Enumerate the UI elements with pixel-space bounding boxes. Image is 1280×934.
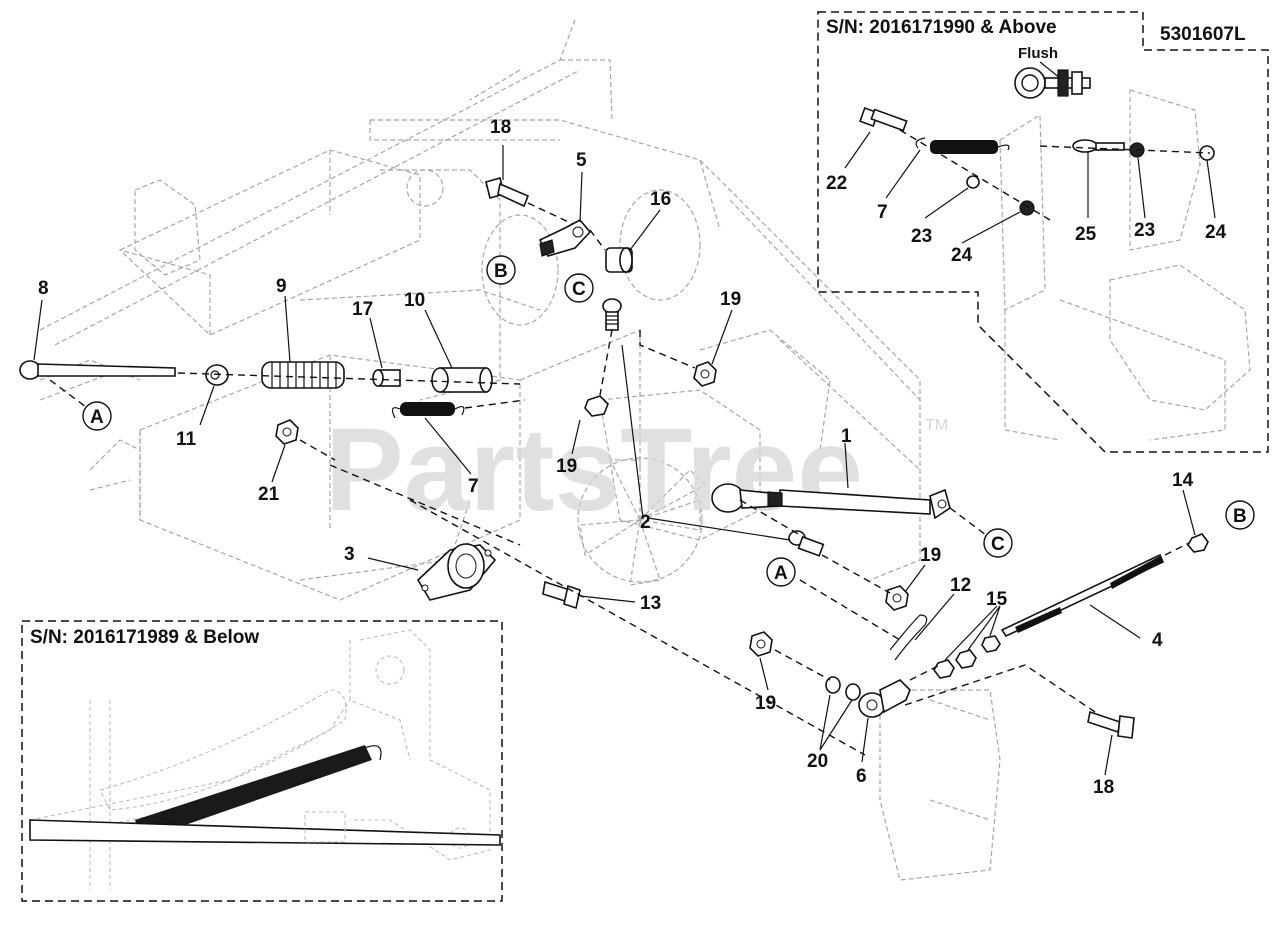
- watermark-text: PartsTree: [325, 404, 863, 536]
- callout-25: 25: [1075, 224, 1097, 245]
- nut-19-mid: [584, 395, 609, 417]
- ball-stud-2-top: [599, 298, 622, 396]
- callout-9: 9: [276, 276, 287, 297]
- callout-19: 19: [720, 289, 741, 310]
- callout-3: 3: [344, 544, 355, 565]
- ref-b: B: [494, 261, 508, 282]
- nut-19-right: [821, 554, 909, 611]
- inset-bottom: S/N: 2016171989 & Below: [21, 620, 503, 902]
- leader-lines: [33, 131, 1216, 776]
- callout-7: 7: [468, 476, 479, 497]
- nut-14: [1187, 533, 1209, 553]
- part-number: 5301607L: [1160, 24, 1246, 45]
- callout-4: 4: [1152, 630, 1163, 651]
- inset-top: S/N: 2016171990 & Above Flush: [817, 11, 1269, 453]
- callout-24: 24: [1205, 222, 1227, 243]
- eyebolt-25: [1072, 139, 1145, 158]
- spacer-16: [589, 229, 633, 273]
- nut-23-inset: [966, 175, 980, 189]
- callout-18: 18: [1093, 777, 1114, 798]
- callout-21: 21: [258, 484, 280, 505]
- callout-19: 19: [920, 545, 941, 566]
- callout-12: 12: [950, 575, 971, 596]
- trademark-mark: TM: [925, 417, 948, 434]
- reference-markers: B C A C A B: [82, 255, 1255, 587]
- callout-1: 1: [841, 426, 852, 447]
- callout-16: 16: [650, 189, 671, 210]
- ref-circle-b: [486, 255, 516, 285]
- rod-end-5: [538, 218, 592, 257]
- callout-2: 2: [640, 512, 651, 533]
- ref-c: C: [572, 279, 586, 300]
- ref-a: A: [90, 407, 104, 428]
- spring-7: [391, 399, 526, 419]
- threaded-rod-4: [1000, 539, 1196, 638]
- callout-22: 22: [826, 173, 847, 194]
- callout-23: 23: [911, 226, 932, 247]
- callout-20: 20: [807, 751, 828, 772]
- callout-5: 5: [576, 150, 587, 171]
- callout-10: 10: [404, 290, 425, 311]
- ref-circle-c: [983, 528, 1013, 558]
- nut-24-inset: [1019, 200, 1035, 216]
- spacer-10: [431, 367, 493, 393]
- ghost-frame: [39, 19, 1001, 881]
- callout-24: 24: [951, 245, 973, 266]
- bolt-18-top: [485, 177, 576, 226]
- inset-spring: [135, 745, 382, 840]
- ref-b: B: [1233, 506, 1247, 527]
- callout-19: 19: [755, 693, 776, 714]
- callout-7: 7: [877, 202, 888, 223]
- spring-7-inset: [915, 137, 1010, 154]
- ref-circle-b: [1225, 500, 1255, 530]
- bolt-22: [859, 107, 908, 132]
- callout-18: 18: [490, 117, 511, 138]
- callout-11: 11: [176, 429, 197, 450]
- washers-20: [825, 676, 861, 701]
- ref-circle-a: [766, 557, 796, 587]
- callout-17: 17: [352, 299, 373, 320]
- ball-stud-2-bottom: [739, 499, 825, 557]
- washer-11-hole: [210, 370, 220, 380]
- callout-labels: 18 5 16 8 9 17 10 19 11 21 7 19 1 2 3 13…: [38, 117, 1227, 798]
- nuts-15: [933, 635, 1001, 679]
- callout-23: 23: [1134, 220, 1155, 241]
- bearing-3: [416, 543, 497, 601]
- callout-8: 8: [38, 278, 49, 299]
- rod-8: [19, 360, 176, 380]
- ref-circle-c: [564, 273, 594, 303]
- strut-1: [711, 483, 991, 539]
- ref-circle-a: [82, 401, 112, 431]
- callout-14: 14: [1172, 470, 1194, 491]
- clip-12: [889, 614, 928, 661]
- nut-19-top: [639, 330, 717, 387]
- inset-top-title: S/N: 2016171990 & Above: [826, 17, 1057, 38]
- flush-eyebolt: [1014, 61, 1091, 99]
- inset-bottom-title: S/N: 2016171989 & Below: [30, 627, 259, 648]
- bolt-18-bottom: [904, 664, 1135, 739]
- bolt-13: [542, 580, 581, 610]
- ref-a: A: [774, 563, 788, 584]
- spring-9: [261, 361, 345, 389]
- rod-end-6: [858, 664, 941, 718]
- callout-13: 13: [640, 593, 661, 614]
- nut-19-bottom: [749, 631, 831, 681]
- callout-15: 15: [986, 589, 1008, 610]
- bushing-17: [372, 369, 401, 387]
- ghost-fan: [577, 329, 831, 586]
- flush-note: Flush: [1018, 45, 1058, 62]
- callout-19: 19: [556, 456, 577, 477]
- nut-21: [275, 419, 336, 461]
- ref-c: C: [991, 534, 1005, 555]
- callout-6: 6: [856, 766, 867, 787]
